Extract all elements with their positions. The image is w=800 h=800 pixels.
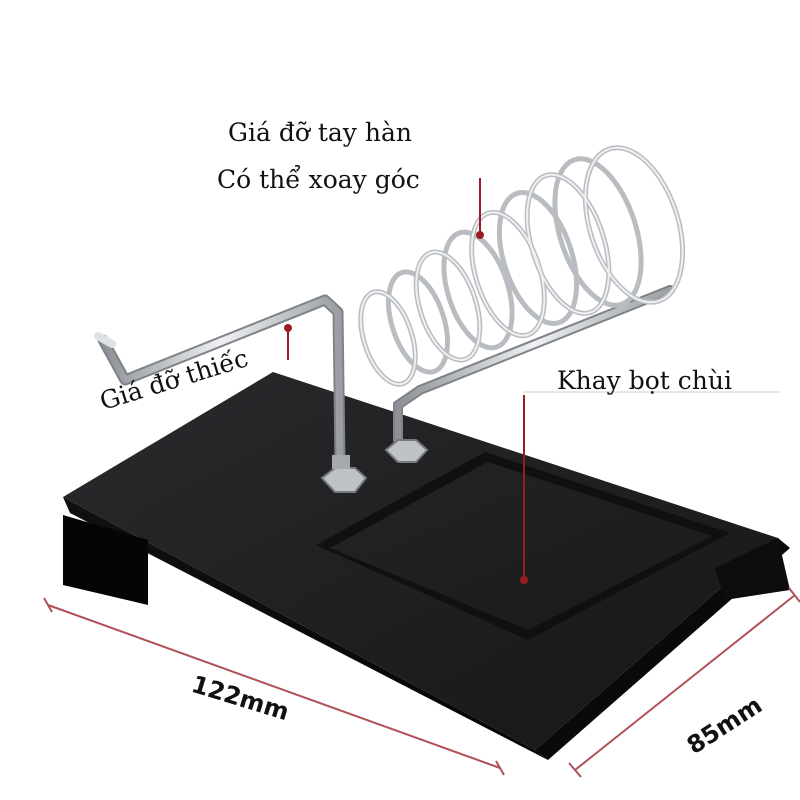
hex-nut-left [320, 455, 368, 493]
iron-holder-label: Giá đỡ tay hàn [228, 118, 412, 147]
leader-lines [284, 178, 780, 584]
width-dimension-line [574, 594, 796, 771]
base-front-edge [63, 497, 548, 760]
iron-holder-spring [358, 145, 686, 445]
sponge-tray-label: Khay bọt chùi [557, 366, 732, 395]
base-right-foot [715, 538, 790, 600]
iron-holder-rotate-label: Có thể xoay góc [217, 165, 420, 194]
solder-holder-rod [94, 294, 346, 468]
dimension-lines [43, 587, 800, 778]
base-left-bend [63, 515, 148, 605]
hex-nut-right [384, 439, 429, 463]
length-dimension-line [47, 604, 501, 769]
tray-floor [330, 462, 712, 630]
